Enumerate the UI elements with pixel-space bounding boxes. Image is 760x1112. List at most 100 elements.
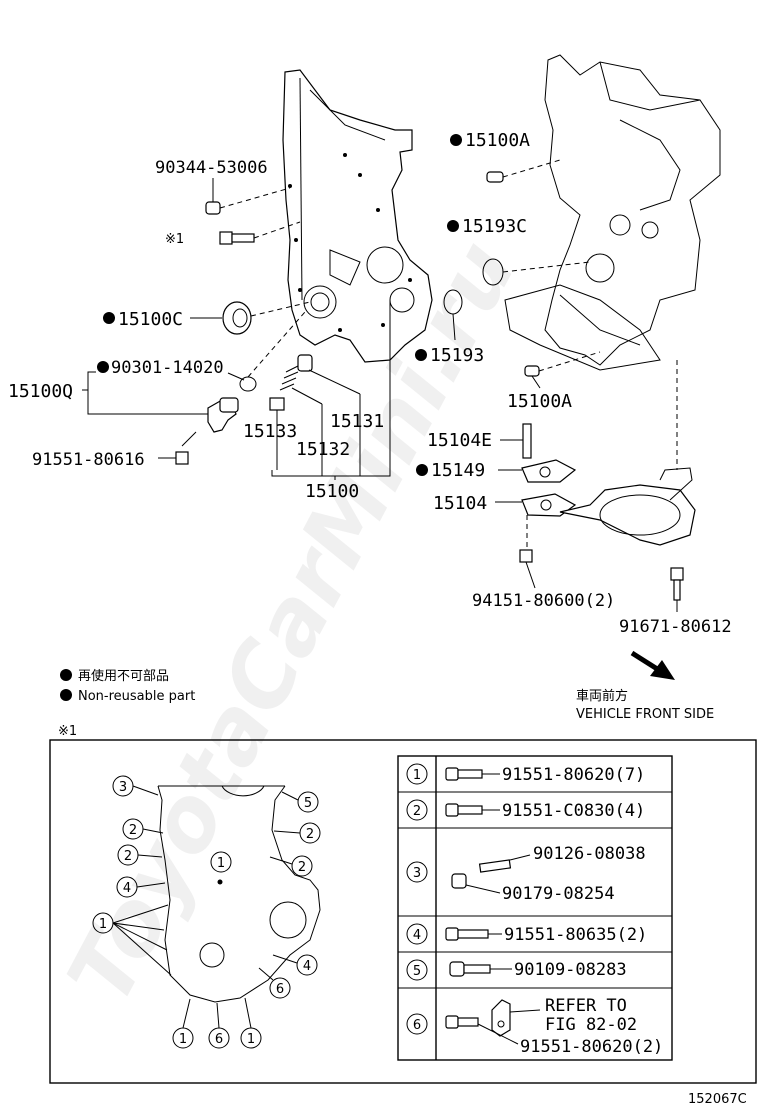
- nonreusable-dot-90301: [97, 361, 109, 373]
- bolt-table-row-1: 1 91551-80620(7): [406, 763, 645, 785]
- row-3-part-a: 90126-08038: [533, 844, 646, 864]
- marker-6a: 6: [276, 982, 284, 997]
- row-num-4: 4: [413, 928, 421, 943]
- bolt-table-row-4: 4 91551-80635(2): [406, 923, 647, 945]
- nut-icon: [451, 873, 467, 889]
- label-15100A-bottom: 15100A: [507, 391, 572, 412]
- label-90301-14020: 90301-14020: [111, 358, 224, 378]
- row-6-part: 91551-80620(2): [520, 1037, 663, 1057]
- bolt-table-row-3: 3 90126-08038 90179-08254: [406, 844, 646, 904]
- nonreusable-dot-15193c: [447, 220, 459, 232]
- label-15100A-top: 15100A: [465, 130, 530, 151]
- nonreusable-dot-15100a-top: [450, 134, 462, 146]
- bolt-table: [397, 755, 673, 1061]
- label-15193: 15193: [430, 345, 484, 366]
- marker-4a: 4: [123, 881, 131, 896]
- watermark-text: ToyotaCarMini.ru: [48, 225, 536, 1020]
- row-num-5: 5: [413, 964, 421, 979]
- row-6-ref-line1: REFER TO: [545, 996, 627, 1016]
- marker-1-bottom-a: 1: [179, 1032, 187, 1047]
- bolt-table-row-5: 5 90109-08283: [406, 959, 627, 981]
- oring-90301: [227, 311, 306, 392]
- label-15131: 15131: [330, 411, 384, 432]
- oring-15193: [443, 289, 463, 341]
- label-91671-80612: 91671-80612: [619, 617, 732, 637]
- strainer-15104: [495, 467, 696, 548]
- label-15100Q: 15100Q: [8, 381, 73, 402]
- bolt-icon: [445, 767, 483, 781]
- figure-code: 152067C: [688, 1092, 747, 1107]
- marker-1-center: 1: [217, 856, 225, 871]
- row-3-part-b: 90179-08254: [502, 884, 615, 904]
- label-94151-80600: 94151-80600(2): [472, 591, 615, 611]
- bolt-star1: [219, 221, 301, 245]
- oil-jet-15100q: [207, 397, 239, 433]
- inset-box: [49, 739, 757, 1084]
- label-15104E: 15104E: [427, 430, 492, 451]
- legend-jp-text: 再使用不可部品: [78, 668, 169, 684]
- inset-marker-circles: 3 5 2 2 2 2 1 4 1 4 6 1 6 1: [92, 775, 321, 1049]
- row-4-part: 91551-80635(2): [504, 925, 647, 945]
- legend-dot-en: [60, 689, 72, 701]
- marker-4b: 4: [303, 959, 311, 974]
- bolt-icon: [445, 1015, 479, 1029]
- relief-valve-parts: [269, 300, 391, 480]
- label-star1: ※1: [165, 232, 184, 247]
- label-15100C: 15100C: [118, 309, 183, 330]
- stud-icon: [478, 859, 512, 873]
- marker-6b: 6: [215, 1032, 223, 1047]
- inset-cover-outline: [157, 785, 321, 1003]
- engine-block-drawing: [504, 54, 721, 470]
- marker-2b: 2: [124, 849, 132, 864]
- direction-jp-text: 車両前方: [576, 688, 628, 704]
- dowel-15100a-top: [486, 159, 561, 183]
- legend-en-text: Non-reusable part: [78, 689, 195, 704]
- row-num-3: 3: [413, 866, 421, 881]
- row-num-6: 6: [413, 1018, 421, 1033]
- row-num-1: 1: [413, 768, 421, 783]
- bracket-15100q: [82, 371, 212, 415]
- plug-90344: [205, 178, 291, 215]
- marker-1-bottom-b: 1: [247, 1032, 255, 1047]
- row-6-ref-line2: FIG 82-02: [545, 1015, 637, 1035]
- nonreusable-dot-15149: [416, 464, 428, 476]
- bolt-91551-80616: [158, 431, 197, 465]
- legend-dot-jp: [60, 669, 72, 681]
- dowel-15100a-bottom: [524, 351, 601, 389]
- marker-2a: 2: [129, 823, 137, 838]
- stud-15104e: [500, 423, 532, 459]
- marker-1-left: 1: [99, 917, 107, 932]
- row-2-part: 91551-C0830(4): [502, 801, 645, 821]
- bolt-icon: [449, 961, 491, 977]
- label-15132: 15132: [296, 439, 350, 460]
- label-15100: 15100: [305, 481, 359, 502]
- bolt-icon: [445, 803, 483, 817]
- oil-seal-15100c: [190, 301, 311, 335]
- bolt-table-row-6: 6 REFER TO FIG 82-02 91551-80620(2): [406, 996, 663, 1057]
- label-91551-80616: 91551-80616: [32, 450, 145, 470]
- row-num-2: 2: [413, 804, 421, 819]
- marker-2d: 2: [298, 860, 306, 875]
- row-1-part: 91551-80620(7): [502, 765, 645, 785]
- front-direction-arrow-icon: [630, 650, 675, 680]
- label-15104: 15104: [433, 493, 487, 514]
- nut-94151: [519, 549, 536, 589]
- label-15149: 15149: [431, 460, 485, 481]
- row-5-part: 90109-08283: [514, 960, 627, 980]
- nonreusable-dot-15100c: [103, 312, 115, 324]
- label-15133: 15133: [243, 421, 297, 442]
- gasket-15149: [498, 459, 577, 483]
- bolt-table-row-2: 2 91551-C0830(4): [406, 799, 645, 821]
- nonreusable-dot-15193: [415, 349, 427, 361]
- inset-label: ※1: [58, 724, 77, 739]
- timing-cover-drawing: [282, 69, 433, 363]
- direction-en-text: VEHICLE FRONT SIDE: [576, 707, 714, 722]
- marker-5: 5: [304, 796, 312, 811]
- bolt-icon: [445, 927, 489, 941]
- oring-15193c: [482, 258, 591, 286]
- marker-3: 3: [119, 780, 127, 795]
- bolt-91671: [670, 567, 684, 612]
- label-90344-53006: 90344-53006: [155, 158, 268, 178]
